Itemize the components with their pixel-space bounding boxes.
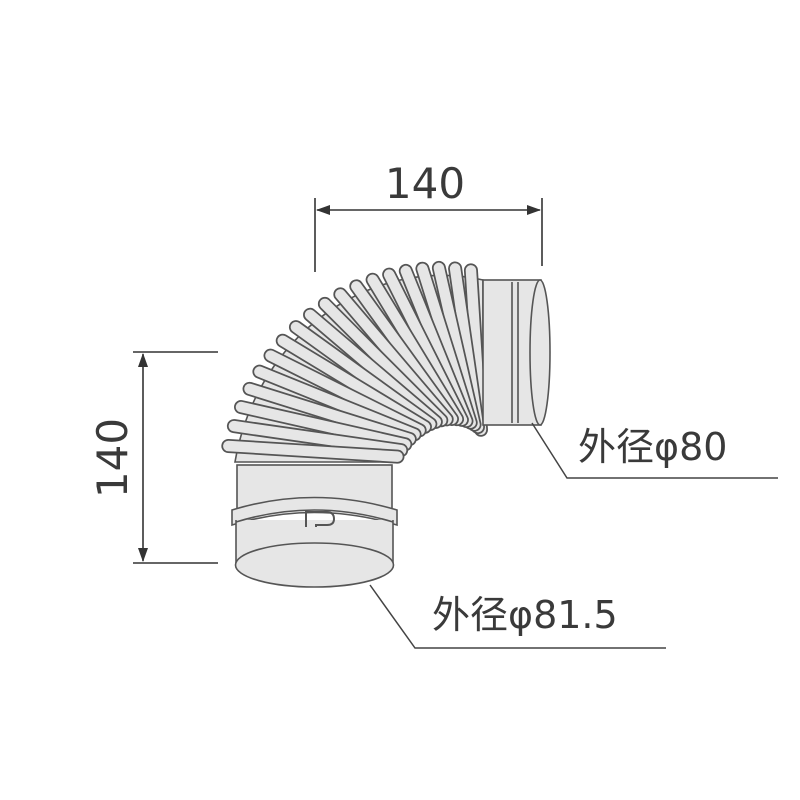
- callout-top: 外径φ80: [531, 422, 778, 479]
- height-dimension: [133, 351, 218, 564]
- corrugation-rib: [263, 348, 427, 438]
- corrugation-rib: [288, 320, 438, 432]
- width-dimension: [314, 198, 543, 272]
- corrugation-rib: [242, 381, 417, 447]
- corrugation-rib: [303, 307, 443, 429]
- top-cuff: [482, 279, 551, 426]
- bottom-outlet-label: 外径φ81.5: [432, 593, 618, 637]
- width-label: 140: [385, 159, 465, 208]
- corrugation-ribs: [221, 260, 488, 464]
- callout-bottom: 外径φ81.5: [369, 584, 666, 649]
- corrugation-rib: [275, 333, 432, 434]
- corrugation-rib: [252, 364, 422, 442]
- top-outlet-label: 外径φ80: [578, 425, 727, 469]
- corrugation-rib: [221, 438, 405, 464]
- latch-tab: [305, 511, 336, 527]
- corrugation-rib: [234, 400, 413, 452]
- corrugation-rib: [226, 419, 409, 458]
- bottom-outlet: [234, 542, 395, 588]
- height-label: 140: [88, 418, 137, 498]
- flexible-elbow-duct: [221, 260, 551, 588]
- bottom-cuff: [231, 464, 398, 588]
